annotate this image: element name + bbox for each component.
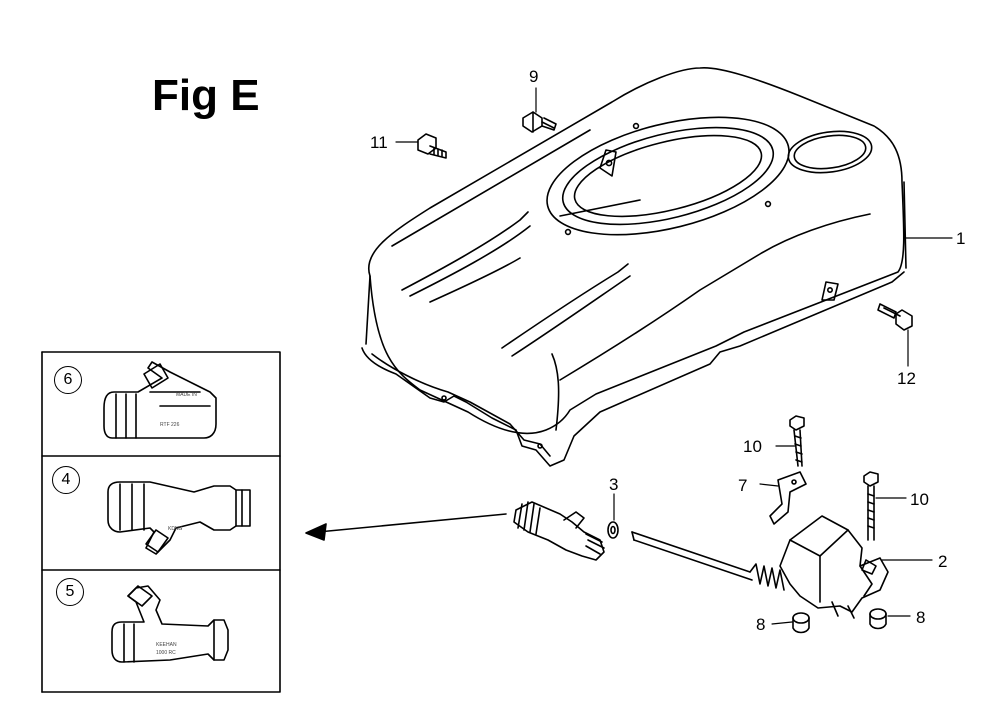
callout-8-left: 8 bbox=[756, 615, 766, 634]
svg-text:KDNG: KDNG bbox=[168, 526, 183, 532]
callout-9: 9 bbox=[529, 67, 539, 86]
figure-title: Fig E bbox=[152, 71, 260, 120]
svg-text:RTF 226: RTF 226 bbox=[160, 422, 180, 428]
nut-8-left bbox=[792, 612, 810, 634]
leader-lines bbox=[395, 87, 953, 625]
callout-11: 11 bbox=[370, 133, 388, 152]
option-inset-frame bbox=[41, 351, 281, 693]
callout-10-lower: 10 bbox=[910, 490, 929, 509]
callout-3: 3 bbox=[609, 475, 619, 494]
svg-text:1000 RC: 1000 RC bbox=[156, 650, 176, 656]
bolt-9 bbox=[522, 111, 557, 133]
direction-arrow bbox=[305, 513, 507, 541]
bracket-7 bbox=[769, 471, 807, 525]
callout-2: 2 bbox=[938, 552, 948, 571]
screw-10-lower bbox=[863, 471, 879, 541]
callout-12: 12 bbox=[897, 369, 916, 388]
valve-option-5: KEEHAN 1000 RC bbox=[111, 585, 229, 663]
valve-option-6: RTF 226 MADE IN bbox=[103, 361, 217, 439]
nut-8-right bbox=[869, 608, 887, 630]
bolt-11 bbox=[417, 133, 447, 159]
valve-option-4: KDNG bbox=[107, 481, 251, 555]
option-label-4: 4 bbox=[52, 466, 80, 494]
option-label-6: 6 bbox=[54, 366, 82, 394]
fan-cover bbox=[361, 67, 907, 467]
svg-text:KEEHAN: KEEHAN bbox=[156, 642, 177, 648]
callout-7: 7 bbox=[738, 476, 748, 495]
callout-1: 1 bbox=[956, 229, 966, 248]
switch-assembly bbox=[631, 515, 889, 619]
bolt-12 bbox=[877, 303, 913, 331]
svg-text:MADE IN: MADE IN bbox=[176, 392, 197, 398]
callout-10-upper: 10 bbox=[743, 437, 762, 456]
valve-fitting bbox=[513, 501, 605, 561]
washer-3 bbox=[607, 521, 619, 539]
option-label-5: 5 bbox=[56, 578, 84, 606]
callout-8-right: 8 bbox=[916, 608, 926, 627]
screw-10-upper bbox=[789, 415, 805, 467]
